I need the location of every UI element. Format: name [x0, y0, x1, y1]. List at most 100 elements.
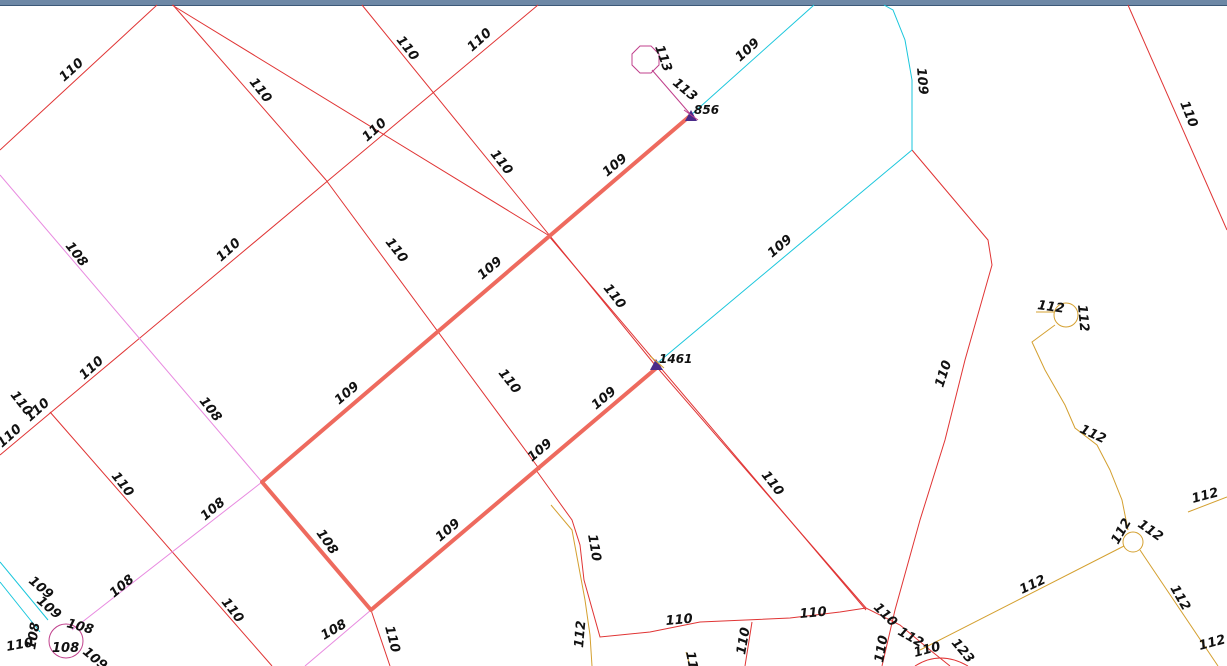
- cyan-line[interactable]: [0, 561, 49, 621]
- node-marker-1461[interactable]: [649, 355, 665, 370]
- orange-line[interactable]: [1187, 496, 1227, 513]
- segment-label: 110: [584, 533, 603, 562]
- orange-line[interactable]: [1139, 549, 1219, 666]
- orange-line[interactable]: [685, 651, 691, 666]
- pink-network-lines: [0, 174, 372, 666]
- node-label-856: 856: [694, 103, 719, 117]
- segment-label: 108: [52, 641, 79, 656]
- orange-line[interactable]: [1031, 324, 1129, 531]
- segment-label: 108: [319, 617, 350, 644]
- segment-label: 110: [246, 75, 275, 106]
- node-label-1461: 1461: [659, 352, 692, 366]
- segment-label: 109: [733, 36, 763, 65]
- red-line[interactable]: [914, 657, 969, 666]
- segment-label: 110: [495, 366, 524, 397]
- segment-label: 113: [669, 76, 699, 105]
- segment-label: 112: [1077, 422, 1108, 447]
- cyan-line[interactable]: [883, 4, 913, 150]
- red-line[interactable]: [361, 4, 656, 366]
- red-network-lines: [0, 4, 1227, 666]
- magenta-network-lines: [48, 45, 692, 659]
- segment-label: 110: [600, 281, 629, 312]
- segment-label: 110: [360, 116, 390, 145]
- segment-label: 112: [1017, 573, 1048, 598]
- magenta-junction-octagon[interactable]: [631, 45, 660, 74]
- segment-label: 110: [912, 639, 942, 661]
- segment-label: 109: [600, 151, 630, 180]
- red-line[interactable]: [0, 4, 158, 151]
- segment-label: 110: [933, 359, 956, 389]
- segment-label: 110: [214, 236, 244, 265]
- segment-label: 109: [332, 379, 362, 408]
- segment-label: 110: [108, 469, 137, 500]
- selected-route-labels: 109 109 109 109 109 109 108: [313, 151, 631, 557]
- cyan-line[interactable]: [690, 4, 815, 116]
- orange-junction-circle[interactable]: [1122, 531, 1144, 553]
- segment-label: 110: [487, 147, 516, 178]
- segment-label: 11: [682, 650, 700, 666]
- red-line-labels: 110 110 110 110 110 110 110 110 110 110 …: [0, 26, 1200, 664]
- segment-label: 112: [1190, 485, 1220, 507]
- magenta-junction-circle[interactable]: [48, 623, 84, 659]
- red-line[interactable]: [881, 149, 993, 666]
- map-window-top-border: [0, 0, 1227, 6]
- red-line[interactable]: [49, 411, 273, 666]
- orange-line[interactable]: [919, 545, 1125, 651]
- orange-junction-circle[interactable]: [1053, 302, 1079, 328]
- red-line[interactable]: [535, 469, 951, 666]
- segment-label: 112: [1135, 517, 1166, 545]
- segment-label: 110: [734, 626, 753, 655]
- segment-label: 112: [1108, 516, 1135, 547]
- segment-label: 109: [765, 232, 795, 261]
- red-line[interactable]: [1127, 4, 1227, 231]
- segment-label: 109: [913, 67, 930, 95]
- magenta-line-labels: 113 113: [651, 43, 700, 104]
- segment-label: 109: [525, 436, 555, 465]
- segment-label: 108: [313, 527, 341, 558]
- red-line[interactable]: [171, 4, 549, 236]
- segment-label: 110: [0, 422, 25, 451]
- segment-label: 110: [799, 605, 827, 622]
- orange-network-lines: [550, 302, 1227, 666]
- red-line[interactable]: [325, 179, 541, 471]
- segment-label: 109: [79, 645, 109, 666]
- segment-label: 109: [433, 516, 463, 545]
- segment-label: 108: [107, 572, 137, 601]
- segment-label: 108: [24, 621, 43, 650]
- cyan-network-lines: [0, 4, 913, 633]
- red-line[interactable]: [654, 364, 867, 609]
- cyan-line[interactable]: [0, 581, 41, 633]
- pink-line[interactable]: [304, 609, 372, 666]
- segment-label: 112: [1074, 304, 1091, 332]
- cyan-line-labels: 109 109 109 109 109 109: [25, 36, 930, 666]
- magenta-line[interactable]: [651, 69, 692, 116]
- segment-label: 112: [1036, 298, 1065, 317]
- pink-line[interactable]: [71, 481, 263, 631]
- selected-route-path[interactable]: [260, 113, 693, 612]
- segment-label: 110: [57, 56, 87, 85]
- red-line[interactable]: [370, 609, 391, 666]
- segment-label: 110: [665, 612, 693, 629]
- segment-label: 112: [1167, 583, 1194, 614]
- selected-route[interactable]: [260, 113, 693, 612]
- segment-label: 110: [758, 468, 787, 499]
- segment-label: 109: [589, 384, 619, 413]
- segment-label: 110: [1176, 99, 1200, 130]
- segment-label: 110: [870, 600, 900, 630]
- cyan-line[interactable]: [654, 149, 913, 366]
- pink-line[interactable]: [0, 174, 263, 483]
- segment-label: 110: [5, 635, 34, 654]
- red-line[interactable]: [0, 4, 539, 456]
- segment-label: 110: [218, 595, 247, 626]
- orange-line[interactable]: [550, 504, 593, 666]
- segment-label: 110: [465, 26, 495, 55]
- segment-label: 112: [572, 620, 589, 648]
- node-marker-856[interactable]: [683, 109, 699, 121]
- red-line[interactable]: [172, 4, 327, 181]
- segment-label: 110: [872, 634, 891, 663]
- segment-label: 123: [948, 636, 977, 666]
- segment-label: 110: [381, 624, 403, 654]
- red-line[interactable]: [744, 621, 753, 666]
- segment-label: 109: [33, 594, 63, 623]
